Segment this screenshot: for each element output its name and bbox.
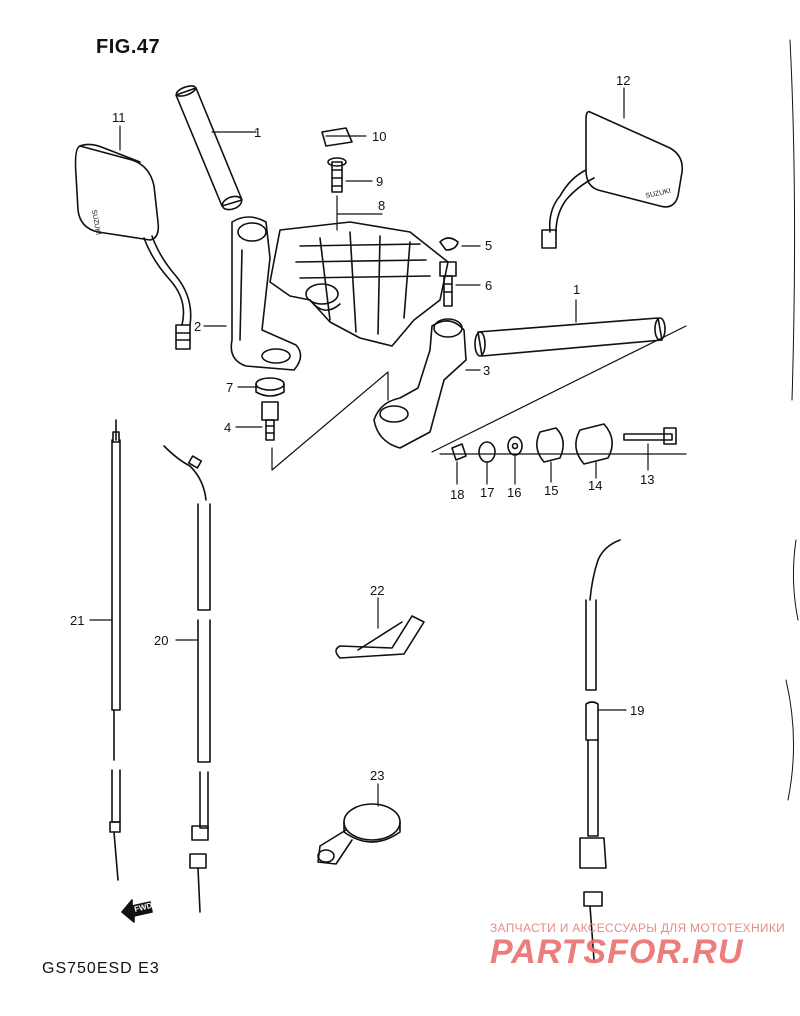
forward-arrow-label: FWD	[133, 901, 153, 914]
callout-22: 22	[370, 583, 385, 598]
assembly-guide-lines	[271, 195, 687, 471]
callout-2: 2	[194, 319, 202, 334]
callout-23: 23	[370, 768, 385, 783]
part-15-weight	[536, 427, 564, 463]
bolt-6	[439, 261, 457, 307]
right-mirror-brand: SUZUKI	[645, 188, 672, 200]
top-bridge-plate	[269, 221, 449, 347]
watermark-tagline: ЗАПЧАСТИ И АКСЕССУАРЫ ДЛЯ МОТОТЕХНИКИ	[490, 921, 786, 935]
callout-20: 20	[154, 633, 169, 648]
part-13-bolt	[623, 433, 673, 441]
callout-21: 21	[70, 613, 85, 628]
part-18-nut	[451, 443, 467, 461]
leader-lines	[89, 87, 649, 807]
cable-20	[163, 445, 211, 913]
left-mirror: SUZUKI	[74, 143, 192, 350]
callout-5: 5	[485, 238, 493, 253]
callout-9: 9	[376, 174, 384, 189]
callout-15: 15	[544, 483, 559, 498]
left-mirror-brand: SUZUKI	[90, 209, 101, 236]
cap-5	[439, 237, 459, 251]
cable-21	[109, 419, 121, 881]
left-handlebar-tube	[175, 85, 243, 211]
callout-17: 17	[480, 485, 495, 500]
bolt-4	[261, 401, 279, 441]
right-mirror: SUZUKI	[541, 110, 684, 249]
part-14-cap	[575, 423, 613, 465]
callout-10: 10	[372, 129, 387, 144]
callout-3: 3	[483, 363, 491, 378]
callout-8: 8	[378, 198, 386, 213]
callout-16: 16	[507, 485, 522, 500]
part-17-spacer	[478, 441, 496, 463]
callout-6: 6	[485, 278, 493, 293]
cable-19	[579, 539, 621, 961]
callout-1-right: 1	[573, 282, 581, 297]
callout-7: 7	[226, 380, 234, 395]
forward-arrow-icon: FWD	[121, 899, 153, 923]
model-code: GS750ESD E3	[42, 960, 160, 977]
callout-13: 13	[640, 472, 655, 487]
callout-14: 14	[588, 478, 603, 493]
adjacent-figure-edge	[785, 39, 799, 801]
callout-18: 18	[450, 487, 465, 502]
left-handlebar-holder	[230, 216, 302, 371]
callout-4: 4	[224, 420, 232, 435]
bolt-9	[327, 157, 347, 193]
watermark-logo: PARTSFOR.RU	[490, 933, 744, 971]
callout-1-left: 1	[254, 125, 262, 140]
right-handlebar-tube	[474, 317, 666, 357]
bar-end-weight-parts	[451, 423, 677, 465]
cable-guide-23	[317, 803, 401, 865]
callout-11: 11	[112, 110, 126, 125]
callout-12: 12	[616, 73, 631, 88]
cap-10	[321, 127, 353, 147]
cap-7	[255, 377, 285, 397]
callout-19: 19	[630, 703, 645, 718]
part-16-washer	[507, 436, 523, 456]
figure-title: FIG.47	[96, 36, 161, 58]
cable-strap-22	[335, 615, 425, 659]
right-handlebar-holder	[373, 318, 467, 449]
